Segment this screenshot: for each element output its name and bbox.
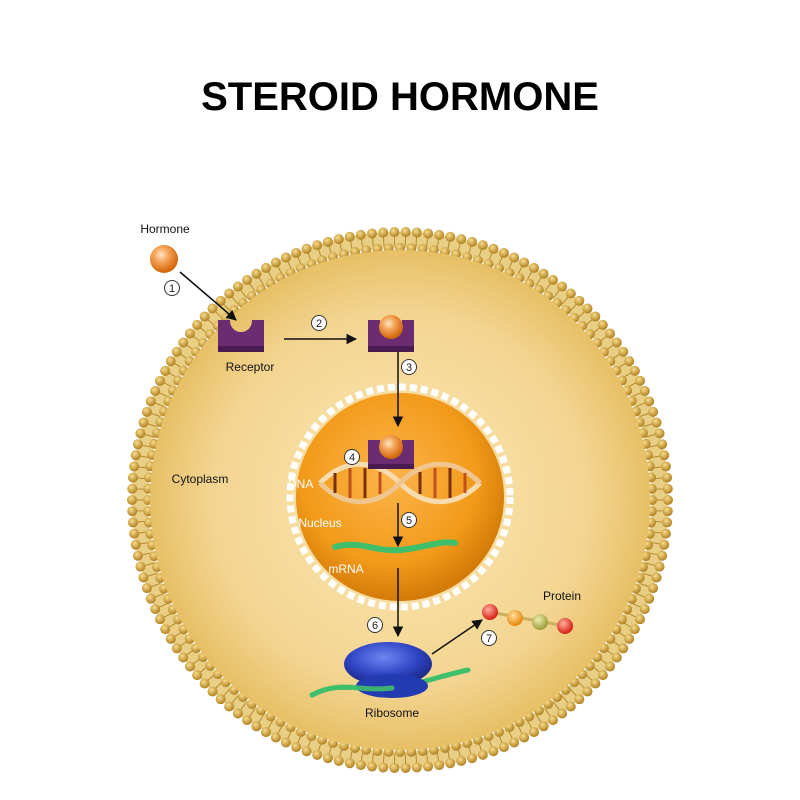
cytoplasm-label: Cytoplasm bbox=[172, 472, 229, 486]
svg-text:4: 4 bbox=[349, 452, 355, 464]
svg-text:7: 7 bbox=[486, 633, 492, 645]
mrna-strand-nucleus bbox=[332, 539, 458, 554]
ribosome-label: Ribosome bbox=[365, 706, 419, 720]
svg-text:3: 3 bbox=[406, 362, 412, 374]
dna-helix bbox=[318, 461, 482, 505]
step-7-marker: 7 bbox=[481, 630, 497, 646]
hormone-molecule bbox=[150, 245, 178, 273]
nuclear-envelope bbox=[286, 383, 514, 611]
protein-label: Protein bbox=[543, 589, 581, 603]
svg-text:1: 1 bbox=[169, 283, 175, 295]
step-1-marker: 1 bbox=[164, 280, 180, 296]
protein-chain bbox=[482, 604, 573, 634]
svg-text:5: 5 bbox=[406, 515, 412, 527]
hormone-label: Hormone bbox=[140, 222, 190, 236]
nucleus-region bbox=[296, 393, 504, 601]
dna-label: DNA bbox=[288, 477, 313, 491]
step-4-marker: 4 bbox=[344, 449, 360, 465]
mrna-label: mRNA bbox=[328, 562, 363, 576]
receptor-dna-complex bbox=[368, 435, 414, 469]
receptor-empty bbox=[218, 320, 264, 346]
nucleus-label: Nucleus bbox=[298, 516, 341, 530]
svg-text:6: 6 bbox=[372, 620, 378, 632]
svg-text:2: 2 bbox=[316, 318, 322, 330]
receptor-label: Receptor bbox=[226, 360, 275, 374]
step-5-marker: 5 bbox=[401, 512, 417, 528]
step-2-marker: 2 bbox=[311, 315, 327, 331]
page-title: STEROID HORMONE bbox=[201, 75, 599, 119]
receptor-hormone-complex bbox=[368, 315, 414, 352]
step-6-marker: 6 bbox=[367, 617, 383, 633]
arrow-step-1 bbox=[179, 271, 237, 321]
arrow-step-7 bbox=[431, 619, 483, 655]
step-3-marker: 3 bbox=[401, 359, 417, 375]
